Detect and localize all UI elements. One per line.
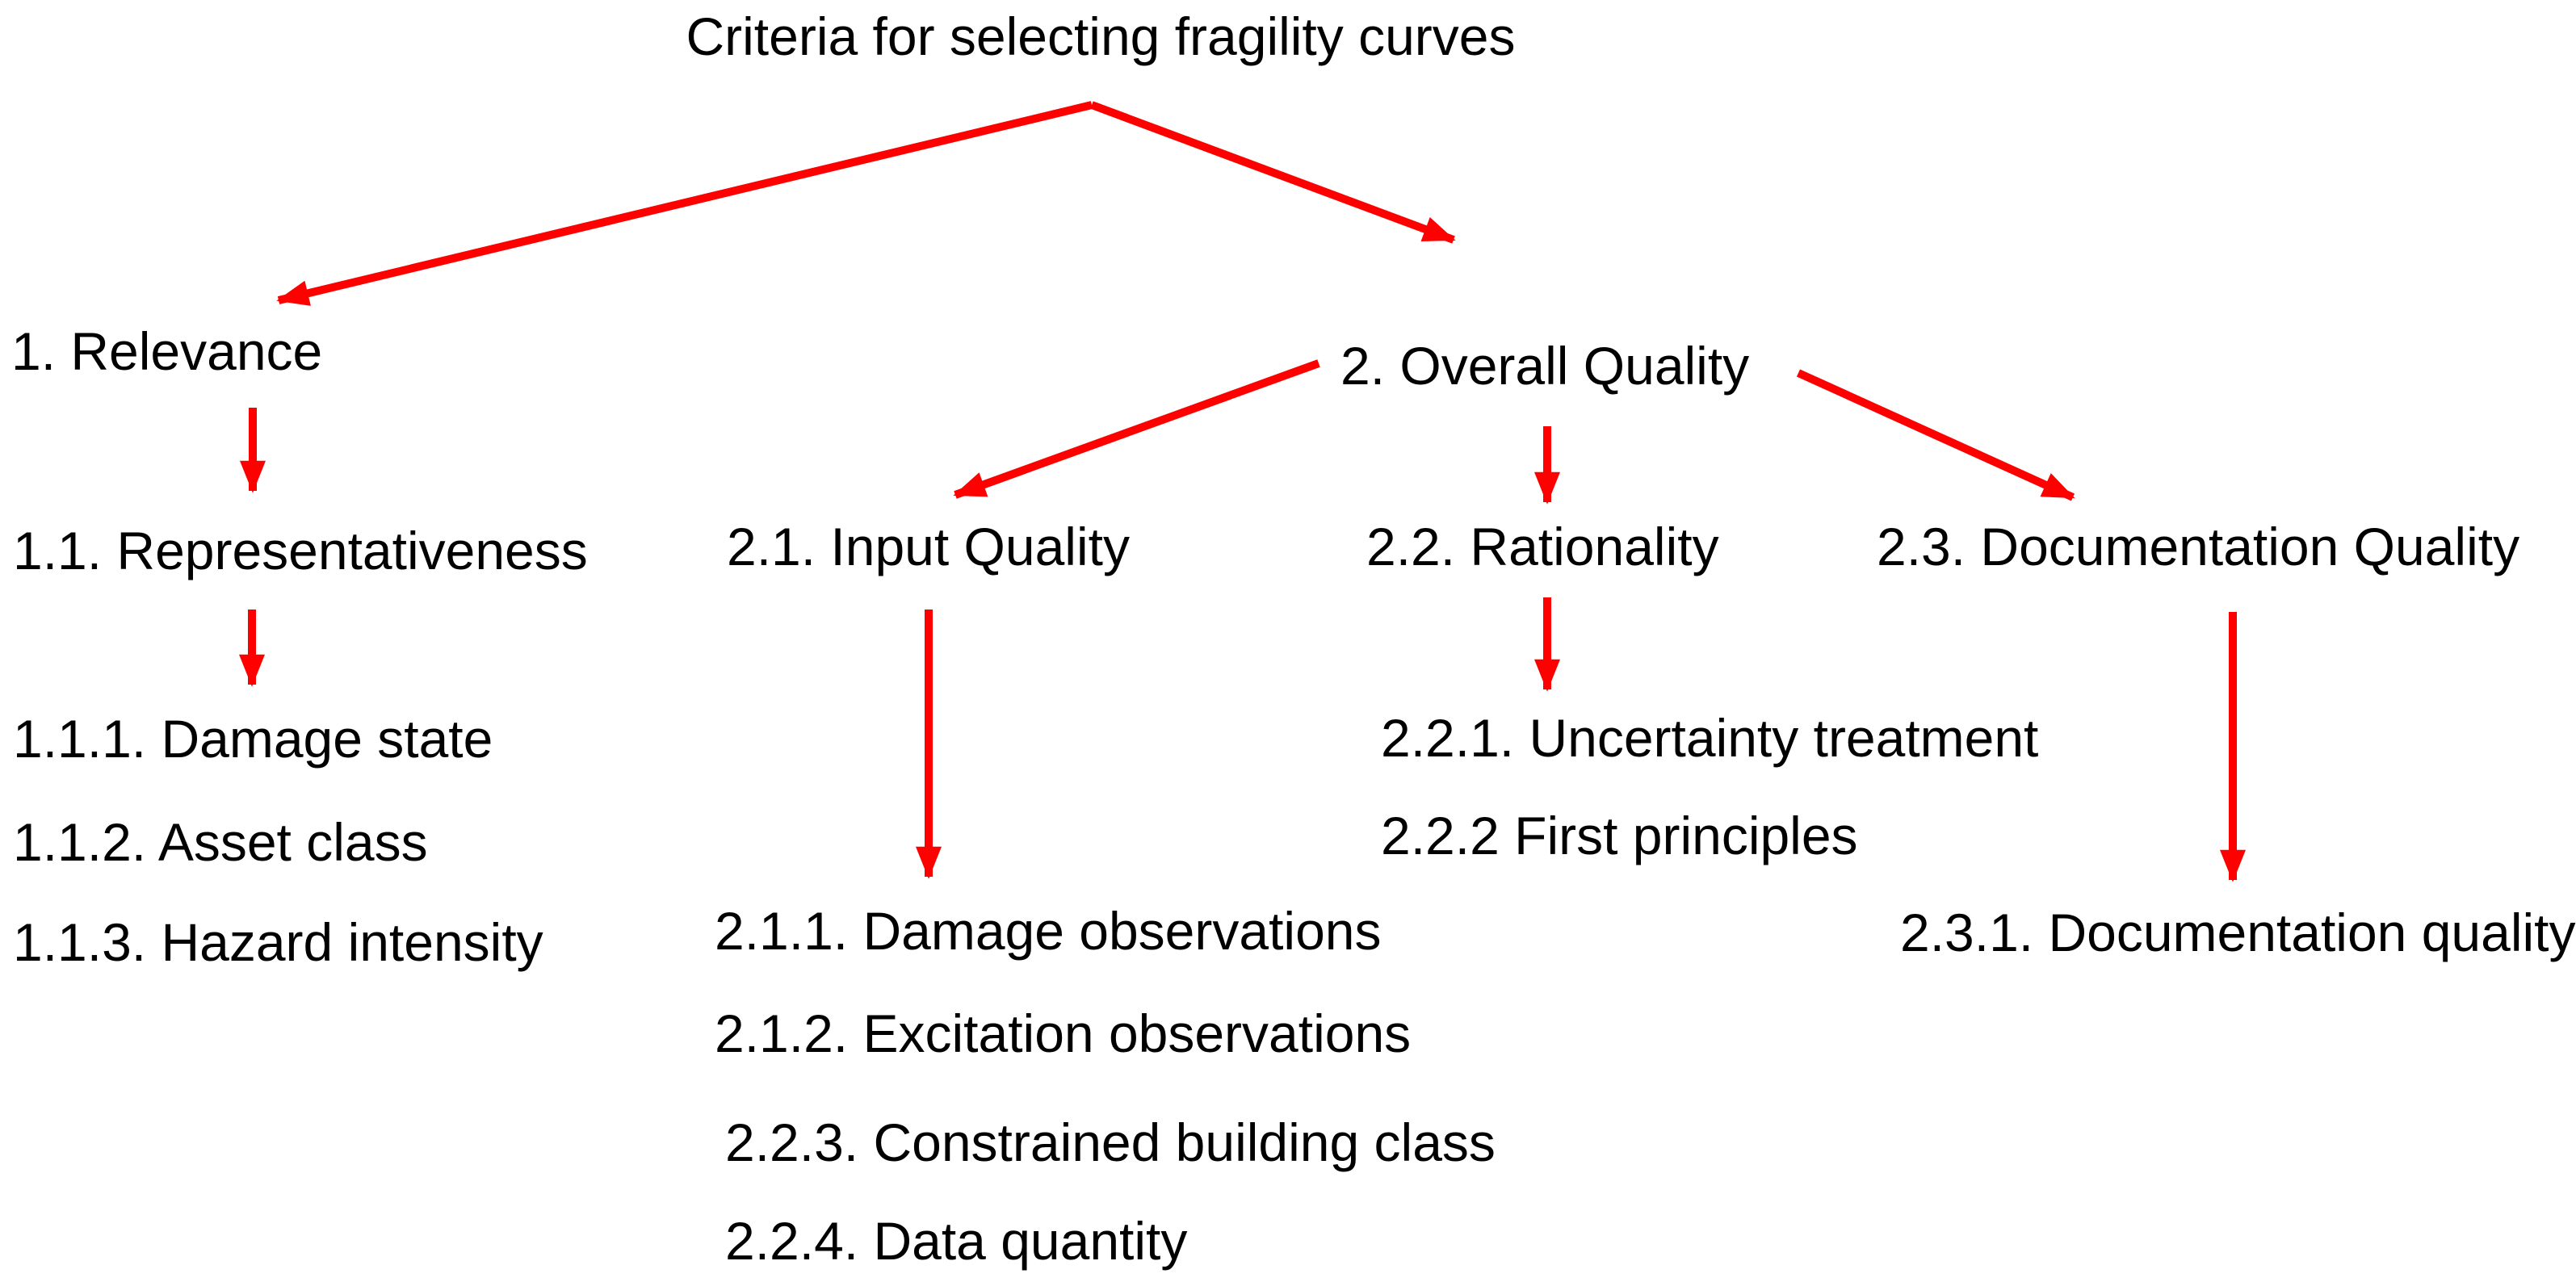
node-constrained-building-class: 2.2.3. Constrained building class <box>725 1112 1496 1172</box>
node-damage-state: 1.1.1. Damage state <box>13 709 493 769</box>
node-asset-class: 1.1.2. Asset class <box>13 812 428 872</box>
node-data-quantity: 2.2.4. Data quantity <box>725 1211 1188 1271</box>
node-documentation-quality: 2.3. Documentation Quality <box>1877 517 2520 576</box>
node-relevance: 1. Relevance <box>11 321 323 381</box>
node-first-principles: 2.2.2 First principles <box>1381 806 1858 865</box>
arrow-root-to-relevance <box>276 101 1093 306</box>
node-input-quality: 2.1. Input Quality <box>727 517 1130 576</box>
node-documentation-quality-detail: 2.3.1. Documentation quality <box>1900 903 2576 962</box>
node-uncertainty-treatment: 2.2.1. Uncertainty treatment <box>1381 708 2039 768</box>
node-overall-quality: 2. Overall Quality <box>1340 336 1750 396</box>
diagram-title: Criteria for selecting fragility curves <box>686 6 1516 66</box>
node-hazard-intensity: 1.1.3. Hazard intensity <box>13 912 543 972</box>
arrow-overall-quality-to-input-quality <box>953 359 1320 499</box>
arrow-root-to-overall-quality <box>1090 101 1456 244</box>
arrow-overall-quality-to-documentation-quality <box>1796 369 2075 501</box>
node-damage-observations: 2.1.1. Damage observations <box>715 901 1382 961</box>
node-representativeness: 1.1. Representativeness <box>13 521 588 580</box>
node-rationality: 2.2. Rationality <box>1366 517 1719 576</box>
node-excitation-observations: 2.1.2. Excitation observations <box>715 1003 1412 1063</box>
